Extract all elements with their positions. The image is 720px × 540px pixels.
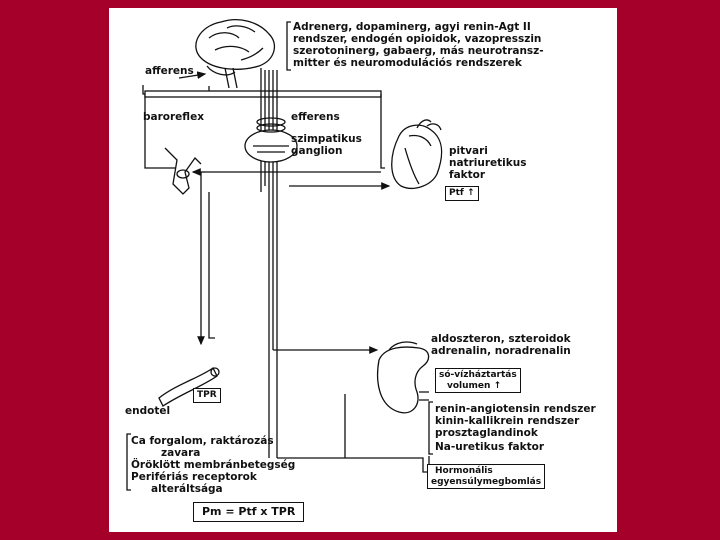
heart-label-2: natriuretikus <box>449 157 527 169</box>
kidney-icon <box>376 341 430 414</box>
kidney-top-line-2: adrenalin, noradrenalin <box>431 345 571 357</box>
baroreflex-right <box>380 94 385 169</box>
kidney-bracket <box>428 401 433 455</box>
vessel-icon <box>158 367 220 407</box>
neuro-line-2: rendszer, endogén opioidok, vazopresszin <box>293 33 542 45</box>
heart-label-3: faktor <box>449 169 486 181</box>
baroreflex-bar <box>144 90 382 98</box>
kidney-list-3: prosztaglandinok <box>435 427 538 439</box>
vessel-list-1: Ca forgalom, raktározás <box>131 435 274 447</box>
salt-box-line-2: volumen ↑ <box>447 380 502 391</box>
vessel-list-4: Perifériás receptorok <box>131 471 257 483</box>
ganglion-label-2: ganglion <box>291 145 343 157</box>
neuro-line-4: mitter és neuromodulációs rendszerek <box>293 57 522 69</box>
neuro-bracket <box>286 21 291 71</box>
efferens-label: efferens <box>291 111 340 123</box>
brain-icon <box>195 19 276 89</box>
heart-label-1: pitvari <box>449 145 488 157</box>
kidney-list-4: Na-uretikus faktor <box>435 441 545 453</box>
hormonal-box: Hormonális egyensúlymegbomlás <box>427 464 546 489</box>
endotel-label: endotel <box>125 405 171 417</box>
afferens-label: afferens <box>145 65 194 77</box>
vessel-list-5: alteráltsága <box>151 483 223 495</box>
tpr-box: TPR <box>193 388 221 403</box>
ganglion-label-1: szimpatikus <box>291 133 362 145</box>
kidney-top-line-1: aldoszteron, szteroidok <box>431 333 571 345</box>
neuro-line-1: Adrenerg, dopaminerg, agyi renin-Agt II <box>293 21 531 33</box>
kidney-list-1: renin-angiotensin rendszer <box>435 403 596 415</box>
vessel-list-2: zavara <box>161 447 201 459</box>
kidney-list-2: kinin-kallikrein rendszer <box>435 415 580 427</box>
hormonal-box-line-2: egyensúlymegbomlás <box>431 476 542 487</box>
baroreflex-label: baroreflex <box>143 111 204 123</box>
neuro-line-3: szerotoninerg, gabaerg, más neurotransz- <box>293 45 544 57</box>
carotid-icon <box>164 147 202 195</box>
salt-box: só-vízháztartás volumen ↑ <box>435 368 521 393</box>
salt-box-line-1: só-vízháztartás <box>439 370 517 380</box>
ganglion-ring-1 <box>256 117 286 127</box>
vessel-list-3: Öröklött membránbetegség <box>131 459 296 471</box>
formula-box: Pm = Ptf x TPR <box>193 502 305 522</box>
vessel-line <box>208 192 215 339</box>
ganglion-ring-2 <box>256 123 286 133</box>
ptf-box: Ptf ↑ <box>445 186 479 201</box>
baroreflex-line <box>144 94 177 169</box>
afferens-arrow <box>178 71 207 80</box>
diagram-page: Adrenerg, dopaminerg, agyi renin-Agt II … <box>109 8 617 532</box>
hormonal-box-line-1: Hormonális <box>435 466 493 476</box>
vessel-bracket <box>126 433 131 491</box>
heart-icon <box>391 119 443 189</box>
diagram-drawing <box>126 19 443 491</box>
